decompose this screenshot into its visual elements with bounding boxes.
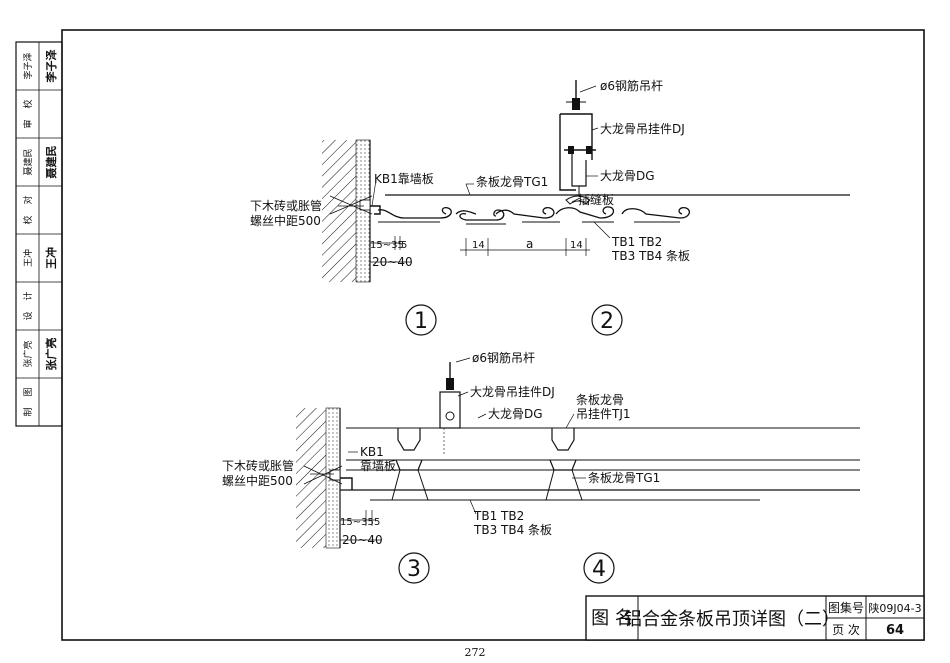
dim-a: a — [526, 237, 533, 251]
detail-number-4: 4 — [592, 557, 606, 582]
label-fixing-3: 下木砖或胀管 — [222, 458, 294, 473]
sidebar-row-11: 制 — [22, 407, 34, 416]
label-fixing-4: 螺丝中距500 — [222, 473, 293, 488]
wall-plaster — [355, 139, 371, 283]
atlas-value: 陕09J04-3 — [868, 601, 921, 615]
sidebar-row-5: 校 — [22, 215, 34, 224]
label-panels-1: TB1 TB2 — [611, 235, 662, 249]
detail-3-4: ø6钢筋吊杆 大龙骨吊挂件DJ 大龙骨DG 条板龙骨 吊挂件TJ1 条板龙骨TG… — [222, 350, 860, 584]
drawing-title: 铝合金条板吊顶详图（二） — [624, 609, 840, 630]
dim-20-40: 20~40 — [372, 255, 413, 269]
dim-15-35-2: 15~35 — [340, 517, 374, 528]
label-strip-hanger-2: 吊挂件TJ1 — [576, 407, 631, 421]
wood-brick — [359, 199, 371, 211]
signature-0: 李子泽 — [44, 50, 58, 84]
wall-hatch-2 — [296, 408, 326, 548]
label-strip-keel-2: 条板龙骨TG1 — [588, 471, 660, 485]
detail-1-2: ø6钢筋吊杆 大龙骨吊挂件DJ 大龙骨DG 条板龙骨TG1 KB1靠墙板 下木砖… — [250, 78, 850, 336]
label-panels-3: TB1 TB2 — [473, 509, 524, 523]
sidebar-row-2: 审 — [22, 119, 34, 128]
label-fixing-1: 下木砖或胀管 — [250, 198, 322, 213]
approval-sidebar: 李子泽 李子泽 校 审 聂建民 聂建民 对 校 王冲 王冲 计 设 张广亮 张广… — [15, 41, 63, 427]
detail-number-2: 2 — [600, 309, 614, 334]
label-strip-hanger-1: 条板龙骨 — [576, 393, 624, 407]
detail-number-3: 3 — [407, 557, 421, 582]
title-name-label: 图 名 — [591, 608, 633, 629]
label-main-keel: 大龙骨DG — [600, 169, 655, 183]
dim-14-a: 14 — [472, 240, 485, 251]
sidebar-row-7: 计 — [22, 291, 34, 300]
atlas-label: 图集号 — [828, 600, 864, 615]
dim-5-2: 5 — [374, 517, 380, 528]
sidebar-row-1: 校 — [22, 99, 34, 108]
label-main-keel-2: 大龙骨DG — [488, 407, 543, 421]
label-rod-2: ø6钢筋吊杆 — [472, 350, 535, 365]
dim-14-b: 14 — [570, 240, 583, 251]
label-kb1-2: KB1 — [360, 445, 384, 459]
sidebar-row-4: 对 — [22, 195, 34, 204]
dim-20-40-2: 20~40 — [342, 533, 383, 547]
label-kb1: KB1靠墙板 — [374, 172, 434, 186]
label-hanger-dj-2: 大龙骨吊挂件DJ — [470, 385, 555, 399]
label-insert: 插缝板 — [578, 192, 614, 207]
page-number: 272 — [464, 646, 486, 659]
detail-number-1: 1 — [414, 309, 428, 334]
label-panels-4: TB3 TB4 条板 — [473, 523, 552, 537]
label-wall-panel-2: 靠墙板 — [360, 459, 396, 473]
sidebar-row-6: 王冲 — [22, 249, 34, 267]
label-rod: ø6钢筋吊杆 — [600, 78, 663, 93]
page-label: 页 次 — [832, 623, 860, 637]
signature-3: 聂建民 — [44, 146, 58, 180]
page-value: 64 — [886, 623, 904, 638]
dim-15-35: 15~35 — [370, 240, 404, 251]
title-block: 图 名 铝合金条板吊顶详图（二） 图集号 陕09J04-3 页 次 64 — [585, 595, 925, 641]
label-strip-keel: 条板龙骨TG1 — [476, 175, 548, 189]
signature-6: 王冲 — [44, 247, 58, 269]
sheet-frame — [61, 29, 925, 641]
sidebar-row-8: 设 — [23, 311, 34, 320]
signature-9: 张广亮 — [44, 338, 58, 371]
sidebar-row-10: 图 — [23, 387, 34, 396]
sidebar-row-9: 张广亮 — [22, 340, 34, 367]
label-fixing-2: 螺丝中距500 — [250, 213, 321, 228]
wall-hatch — [322, 140, 356, 282]
sidebar-row-3: 聂建民 — [22, 148, 34, 175]
label-panels-2: TB3 TB4 条板 — [611, 249, 690, 263]
label-hanger-dj: 大龙骨吊挂件DJ — [600, 122, 685, 136]
sidebar-row-0: 李子泽 — [22, 52, 34, 79]
dim-5: 5 — [401, 240, 407, 251]
